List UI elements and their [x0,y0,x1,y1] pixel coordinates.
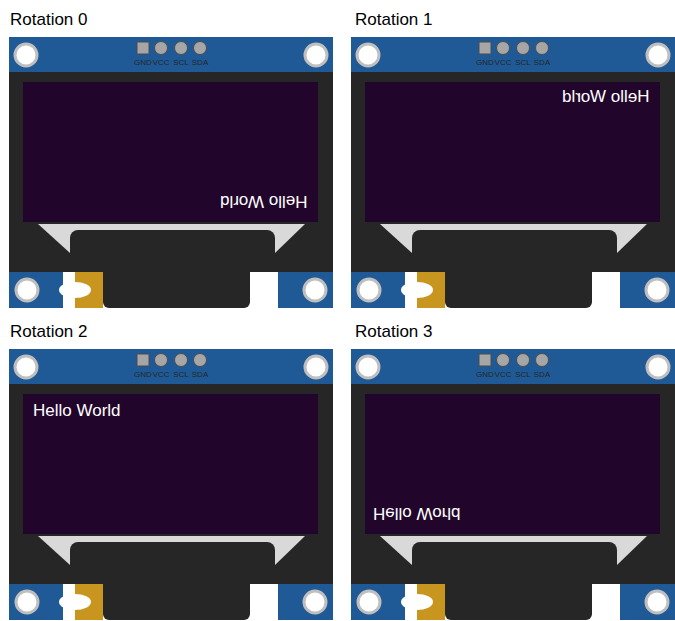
pin-label: GND [476,58,494,67]
pin-label: SDA [534,370,550,379]
pin-label: SDA [534,58,550,67]
pin-label: SCL [173,58,189,67]
pin-label: SCL [173,370,189,379]
pin-label: SCL [515,58,531,67]
module-rotation-3 [351,349,675,620]
oled-screen: Hello World [365,82,660,222]
pin-label: VCC [153,370,170,379]
pin-label: VCC [495,58,512,67]
rotation-label: Rotation 1 [355,10,433,30]
module-rotation-2 [9,349,333,620]
screen-text: Hello World [220,191,308,211]
oled-screen: Hello World [365,394,660,534]
rotation-label: Rotation 0 [10,10,88,30]
module-rotation-1 [351,37,675,308]
pin-label: GND [134,370,152,379]
screen-text: Hello World [373,503,461,523]
pin-label: GND [476,370,494,379]
pin-label: VCC [495,370,512,379]
module-rotation-0 [9,37,333,308]
pin-label: VCC [153,58,170,67]
rotation-label: Rotation 2 [10,322,88,342]
pin-label: SDA [192,58,208,67]
oled-screen: Hello World [23,82,318,222]
oled-screen: Hello World [23,394,318,534]
screen-text: Hello World [33,401,121,421]
pin-label: GND [134,58,152,67]
pin-label: SCL [515,370,531,379]
pin-label: SDA [192,370,208,379]
screen-text: Hello World [562,87,650,107]
rotation-label: Rotation 3 [355,322,433,342]
